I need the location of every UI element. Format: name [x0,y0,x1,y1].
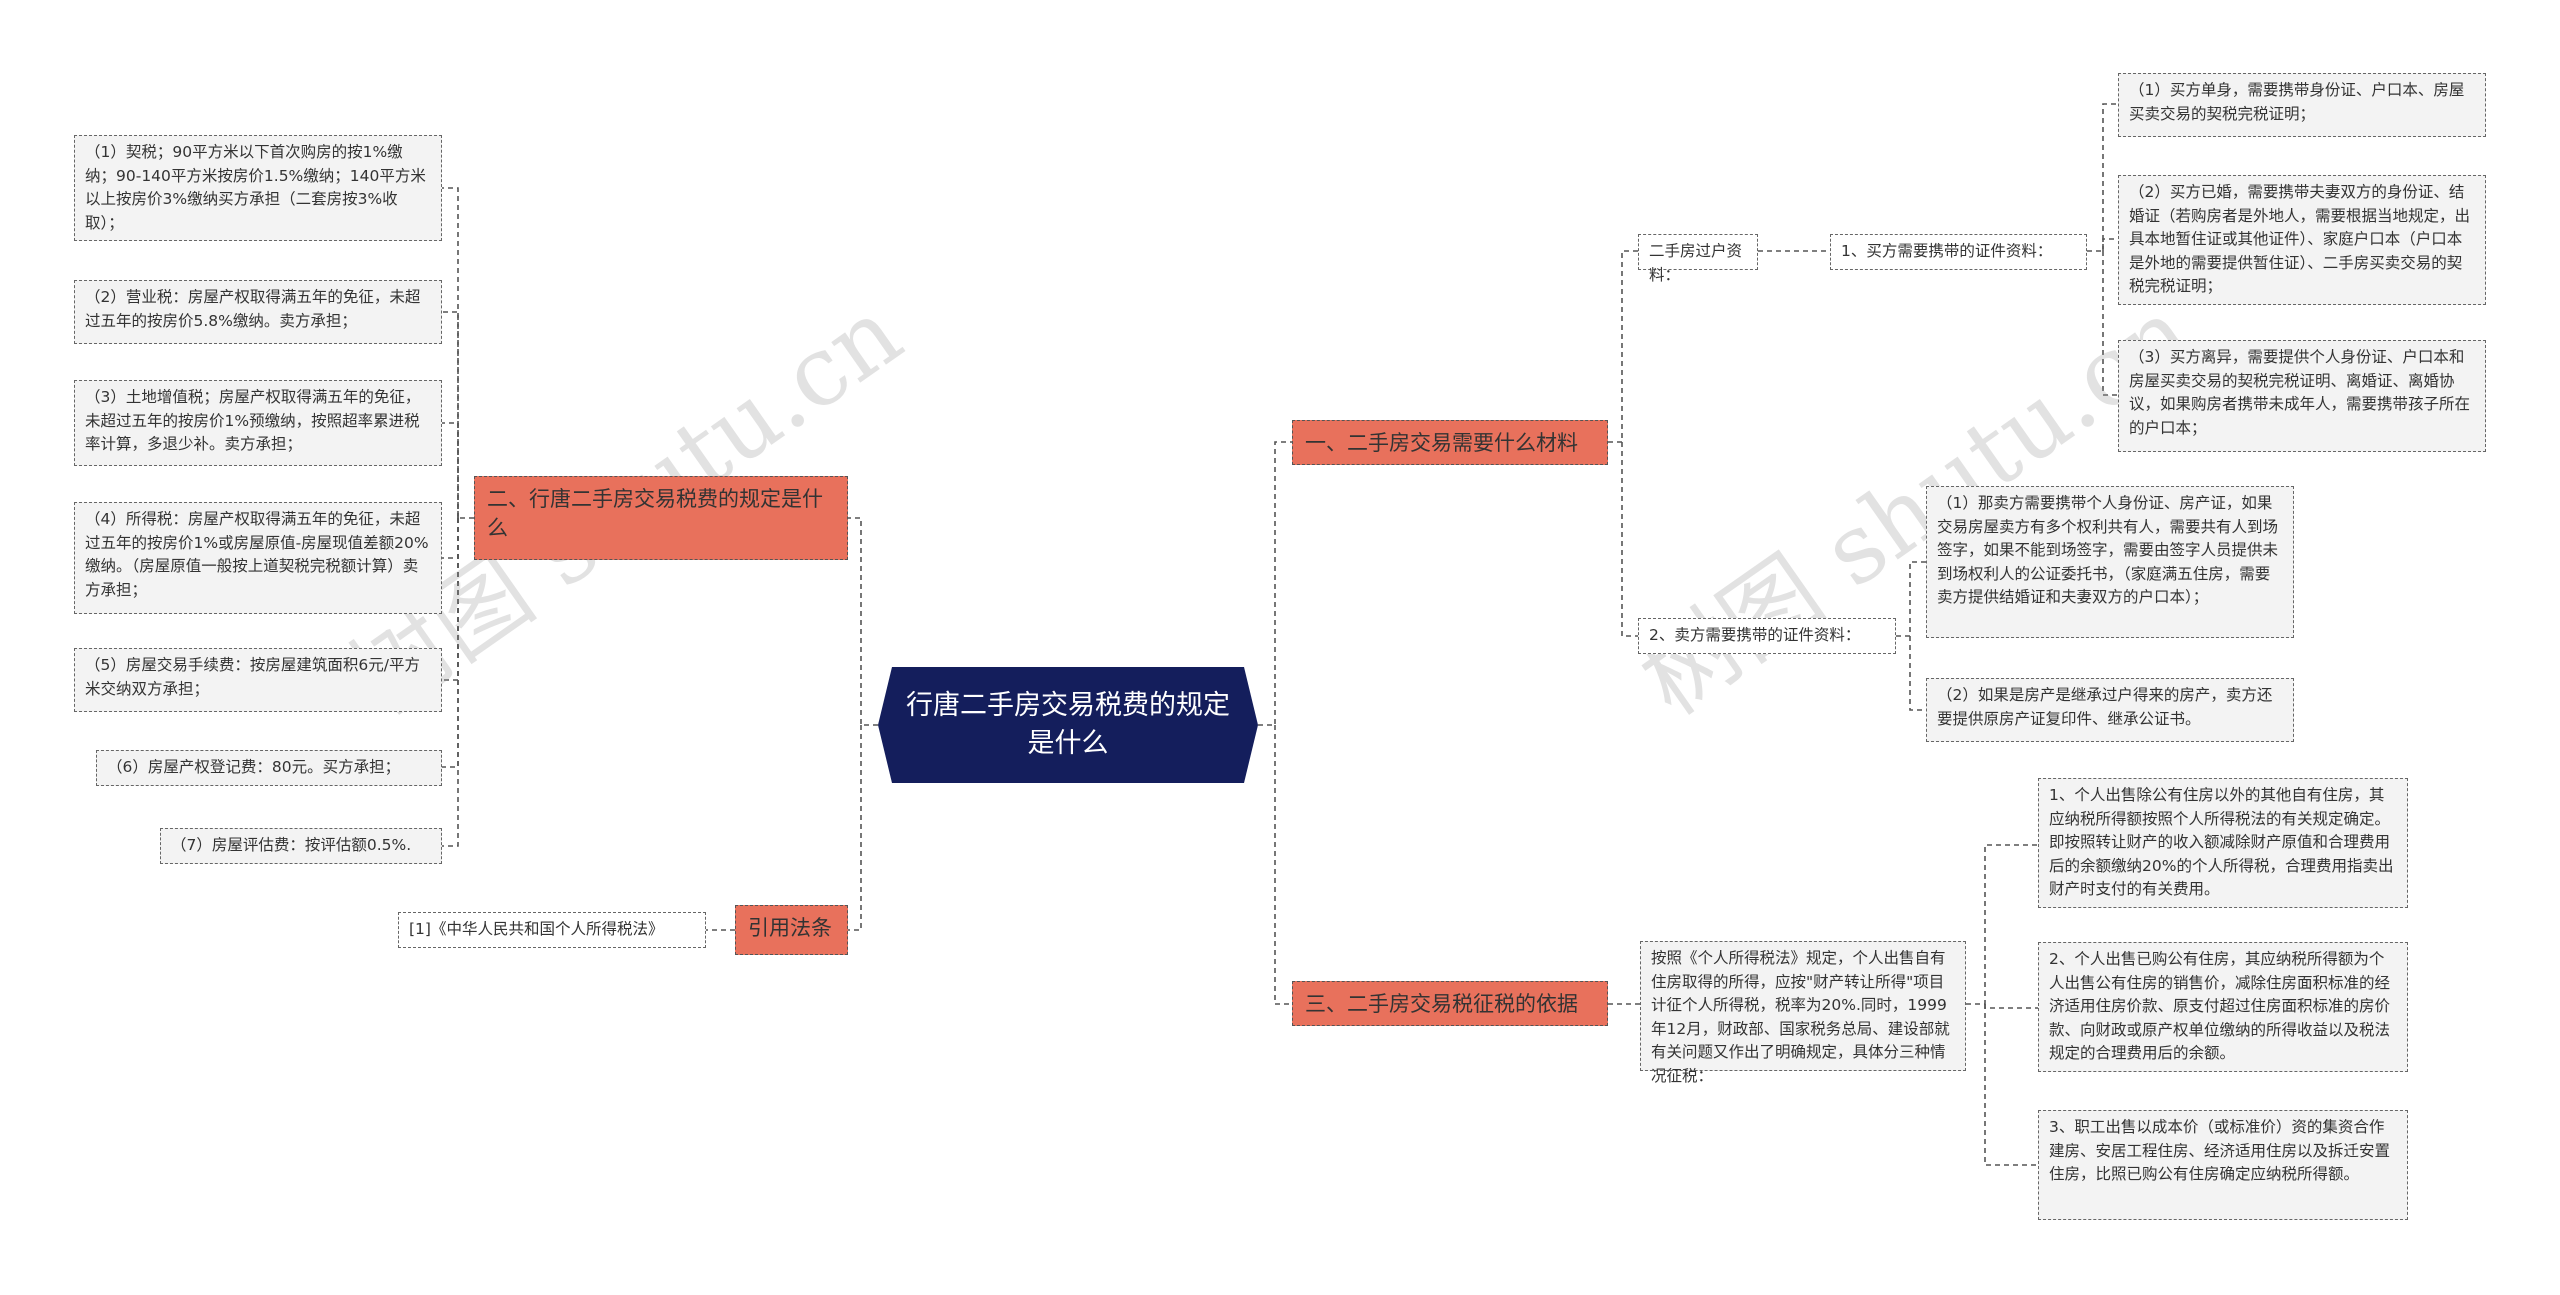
branch-materials[interactable]: 一、二手房交易需要什么材料 [1292,420,1608,465]
buyer-item-married[interactable]: （2）买方已婚，需要携带夫妻双方的身份证、结婚证（若购房者是外地人，需要根据当地… [2118,175,2486,305]
connector [1896,561,1926,637]
rule-item-business-tax[interactable]: （2）营业税：房屋产权取得满五年的免征，未超过五年的按房价5.8%缴纳。卖方承担… [74,280,442,344]
rule-item-registration-fee[interactable]: （6）房屋产权登记费：80元。买方承担； [96,750,442,786]
basis-item-3[interactable]: 3、职工出售以成本价（或标准价）资的集资合作建房、安居工程住房、经济适用住房以及… [2038,1110,2408,1220]
connector [442,422,459,518]
connector [1274,725,1292,1005]
seller-documents-label[interactable]: 2、卖方需要携带的证件资料： [1638,618,1896,654]
connector [1608,250,1638,443]
rule-item-appraisal-fee[interactable]: （7）房屋评估费：按评估额0.5%. [160,828,442,864]
seller-item-owners[interactable]: （1）那卖方需要携带个人身份证、房产证，如果交易房屋卖方有多个权利共有人，需要共… [1926,486,2294,638]
basis-intro[interactable]: 按照《个人所得税法》规定，个人出售自有住房取得的所得，应按"财产转让所得"项目计… [1640,941,1966,1085]
basis-item-2[interactable]: 2、个人出售已购公有住房，其应纳税所得额为个人出售公有住房的销售价，减除住房面积… [2038,942,2408,1072]
seller-item-inherited[interactable]: （2）如果是房产是继承过户得来的房产，卖方还要提供原房产证复印件、继承公证书。 [1926,678,2294,742]
connector [1984,1004,2038,1009]
rule-item-transaction-fee[interactable]: （5）房屋交易手续费：按房屋建筑面积6元/平方米交纳双方承担； [74,648,442,712]
transfer-materials-label[interactable]: 二手房过户资料： [1638,234,1758,284]
branch-basis[interactable]: 三、二手房交易税征税的依据 [1292,981,1608,1026]
branch-law[interactable]: 引用法条 [735,905,848,955]
root-title: 行唐二手房交易税费的规定是什么 [906,690,1230,759]
connector [2102,251,2118,396]
connector [848,517,878,726]
basis-item-1[interactable]: 1、个人出售除公有住房以外的其他自有住房，其应纳税所得额按照个人所得税法的有关规… [2038,778,2408,908]
connector [442,518,459,768]
root-topic[interactable]: 行唐二手房交易税费的规定是什么 [878,667,1258,783]
buyer-item-single[interactable]: （1）买方单身，需要携带身份证、户口本、房屋买卖交易的契税完税证明； [2118,73,2486,137]
connector [2102,238,2118,251]
buyer-item-divorced[interactable]: （3）买方离异，需要提供个人身份证、户口本和房屋买卖交易的契税完税证明、离婚证、… [2118,340,2486,452]
buyer-documents-label[interactable]: 1、买方需要携带的证件资料： [1830,234,2087,270]
connector [1621,442,1638,637]
connector [848,725,862,931]
connector [442,518,459,559]
rule-item-land-tax[interactable]: （3）土地增值税；房屋产权取得满五年的免征，未超过五年的按房价1%预缴纳，按照超… [74,380,442,466]
connector [442,518,459,681]
rule-item-income-tax[interactable]: （4）所得税：房屋产权取得满五年的免征，未超过五年的按房价1%或房屋原值-房屋现… [74,502,442,614]
connector [1984,1004,2038,1166]
connector [442,518,459,847]
connector [1966,844,2038,1005]
connector [442,311,459,518]
law-item[interactable]: [1]《中华人民共和国个人所得税法》 [398,912,706,948]
connector [1909,636,1926,711]
branch-rules[interactable]: 二、行唐二手房交易税费的规定是什么 [474,476,848,560]
rule-item-deed-tax[interactable]: （1）契税；90平方米以下首次购房的按1%缴纳；90-140平方米按房价1.5%… [74,135,442,241]
connector [1258,441,1292,726]
connector [2087,103,2118,252]
